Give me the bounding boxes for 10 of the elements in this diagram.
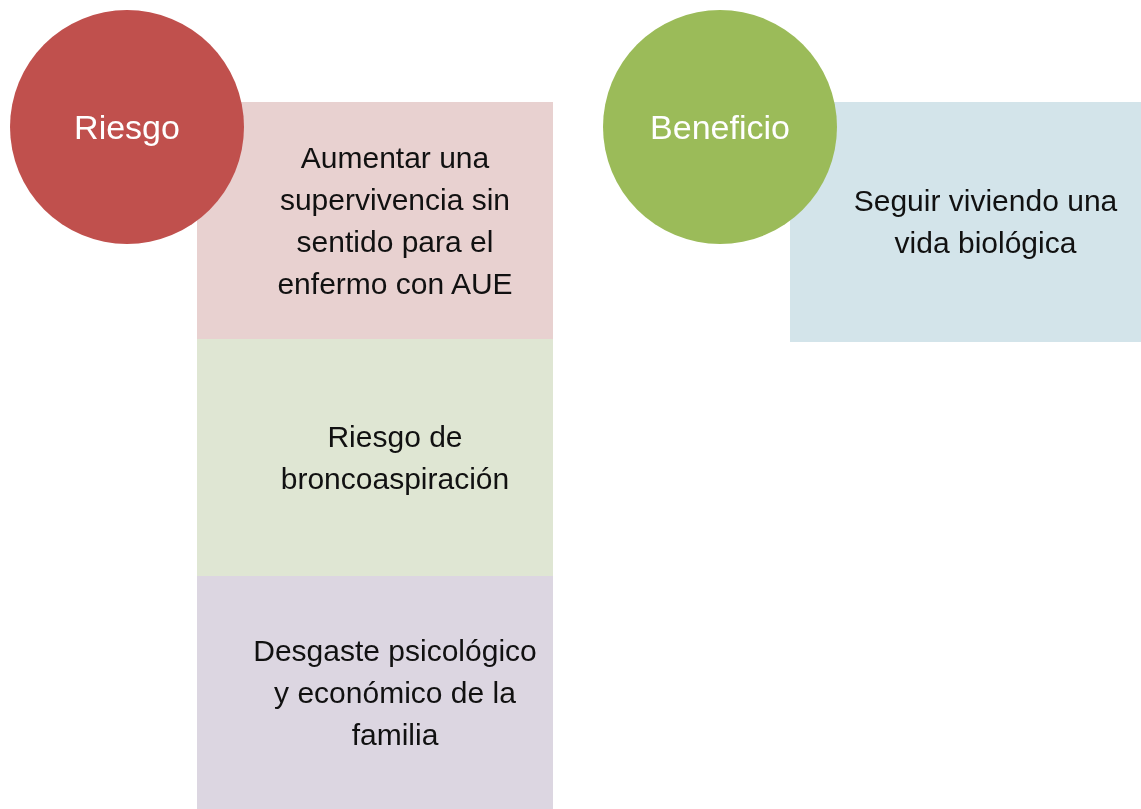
item-text: Seguir viviendo una vida biológica (852, 183, 1119, 261)
item-text: Aumentar una supervivencia sin sentido para el enfermo con AUE (276, 139, 514, 302)
item-text: Riesgo de broncoaspiración (279, 418, 511, 497)
risk-box (197, 102, 553, 339)
item-text: Desgaste psicológico y económico de la familia (252, 632, 538, 753)
risk-box (197, 339, 553, 576)
heading-text: Beneficio (650, 107, 790, 147)
risk-box (197, 576, 553, 809)
heading-text: Riesgo (74, 107, 180, 147)
benefit-box (790, 102, 1141, 342)
